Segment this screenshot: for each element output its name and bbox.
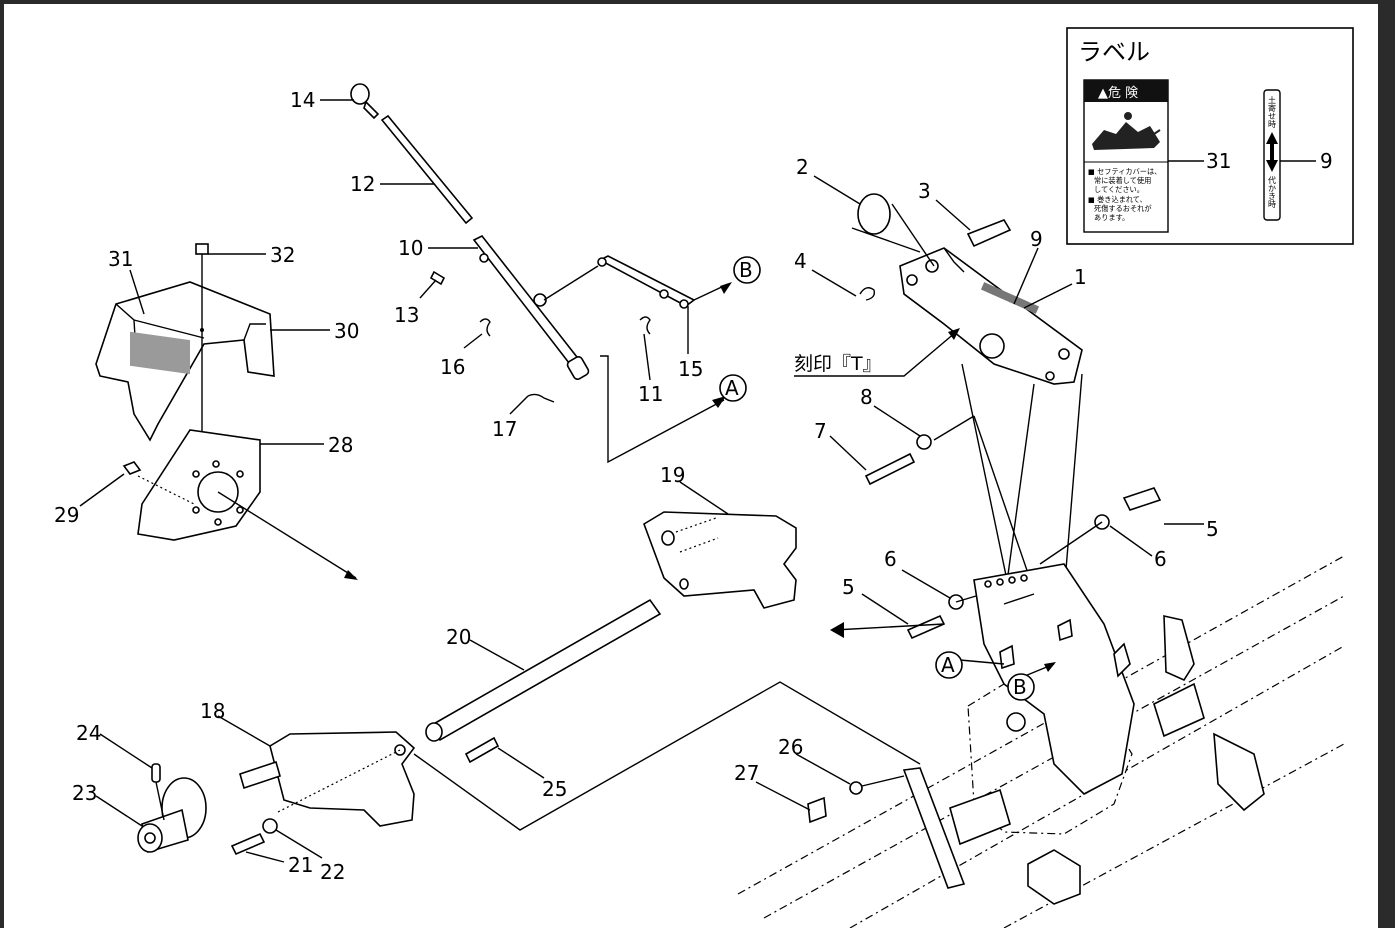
- part-label-19: 19: [660, 463, 685, 487]
- part-label-9: 9: [1030, 227, 1043, 251]
- part-label-6-front: 6: [884, 547, 897, 571]
- stamp-note: 刻印『T』: [794, 353, 882, 375]
- part-label-23: 23: [72, 781, 97, 805]
- part-label-32: 32: [270, 243, 295, 267]
- direction-top-text: 土寄せ時: [1268, 95, 1277, 128]
- bolt-7: [864, 452, 916, 486]
- direction-sticker: 土寄せ時 代かき時: [1263, 89, 1281, 221]
- part-label-15: 15: [678, 357, 703, 381]
- part-label-7: 7: [814, 419, 827, 443]
- part-label-24: 24: [76, 721, 101, 745]
- label-box-title: ラベル: [1078, 38, 1150, 66]
- part-label-2: 2: [796, 155, 809, 179]
- pin-23-shaft: [239, 760, 281, 790]
- support-bracket: [1153, 682, 1205, 738]
- part-label-20: 20: [446, 625, 471, 649]
- part-label-13: 13: [394, 303, 419, 327]
- danger-sticker: ▲危 険 ■ セフティカバーは、 常に装着して使用 してください。 ■ 巻き込ま…: [1083, 79, 1169, 233]
- shift-lever-assembly: [350, 83, 732, 464]
- shaft-part-labels: 19 20 18 24 23 21 22 25: [72, 463, 729, 884]
- svg-text:B: B: [739, 258, 753, 282]
- part-label-28: 28: [328, 433, 353, 457]
- side-plate-18: [269, 731, 416, 827]
- bolt-5-front: [906, 614, 946, 640]
- callout-a-top: [719, 374, 747, 402]
- label-box-part-9: 9: [1320, 149, 1333, 173]
- arm-bracket-assembly: [851, 193, 1083, 621]
- part-label-6-rear: 6: [1154, 547, 1167, 571]
- lower-clip: [1027, 849, 1081, 905]
- part-label-17: 17: [492, 417, 517, 441]
- bolt-25: [464, 736, 500, 764]
- part-label-31-cover: 31: [108, 247, 133, 271]
- part-label-1: 1: [1074, 265, 1087, 289]
- lever-part-labels: 14 12 10 13 16 17 11 15 B A: [290, 88, 761, 441]
- parts-diagram-page: ラベル ▲危 険 ■ セフティカバーは、 常に装着して使用 してください。 ■ …: [4, 4, 1378, 928]
- nut-27: [807, 796, 827, 824]
- label-box-part-31: 31: [1206, 149, 1231, 173]
- part-label-18: 18: [200, 699, 225, 723]
- part-label-27: 27: [734, 761, 759, 785]
- part-label-5-rear: 5: [1206, 517, 1219, 541]
- svg-text:B: B: [1013, 675, 1027, 699]
- pin: [966, 219, 1012, 248]
- collar: [857, 193, 891, 235]
- part-label-16: 16: [440, 355, 465, 379]
- part-label-5-front: 5: [842, 575, 855, 599]
- cover-part-labels: 32 31 30 28 29: [54, 243, 359, 527]
- svg-text:A: A: [725, 376, 739, 400]
- part-label-22: 22: [320, 860, 345, 884]
- shaft-assembly: [137, 511, 921, 856]
- shaft-20: [428, 598, 662, 742]
- side-plate-19: [643, 511, 797, 609]
- callout-b-top: [733, 256, 761, 284]
- double-arrow-icon: [1266, 132, 1278, 172]
- rotor-gearbox-assembly: [737, 487, 1345, 928]
- part-label-11: 11: [638, 382, 663, 406]
- part-label-14: 14: [290, 88, 315, 112]
- callout-b-bottom: [1007, 673, 1035, 701]
- part-label-29: 29: [54, 503, 79, 527]
- danger-text: ■ セフティカバーは、 常に装着して使用 してください。 ■ 巻き込まれて、 死…: [1088, 167, 1164, 222]
- part-label-25: 25: [542, 777, 567, 801]
- warning-pictogram-icon: [1092, 112, 1161, 150]
- danger-header: ▲危 険: [1098, 86, 1138, 101]
- gearbox-case: [973, 563, 1135, 795]
- label-legend-box: ラベル ▲危 険 ■ セフティカバーは、 常に装着して使用 してください。 ■ …: [1066, 27, 1354, 245]
- part-label-26: 26: [778, 735, 803, 759]
- direction-bottom-text: 代かき時: [1268, 175, 1277, 208]
- arm-part-labels: 2 3 4 9 1 刻印『T』 8 7: [794, 155, 1087, 471]
- part-label-8: 8: [860, 385, 873, 409]
- lever-knob: [350, 83, 370, 105]
- part-label-4: 4: [794, 249, 807, 273]
- safety-cover-assembly: [95, 243, 358, 580]
- lever-arm: [472, 234, 586, 374]
- gearbox-part-labels: 5 6 6 5 A B 26 27: [734, 517, 1219, 811]
- exploded-parts-diagram: ラベル ▲危 険 ■ セフティカバーは、 常に装着して使用 してください。 ■ …: [54, 27, 1354, 928]
- part-label-21: 21: [288, 853, 313, 877]
- cover-label-area: [130, 331, 190, 375]
- part-label-3: 3: [918, 179, 931, 203]
- part-label-10: 10: [398, 236, 423, 260]
- link-plate: [598, 255, 696, 307]
- part-label-30: 30: [334, 319, 359, 343]
- callout-a-bottom: [935, 651, 963, 679]
- lever-rod: [380, 114, 474, 225]
- part-label-12: 12: [350, 172, 375, 196]
- svg-text:A: A: [941, 653, 955, 677]
- bolt-21: [230, 832, 266, 856]
- bolt-5-rear: [1122, 487, 1162, 511]
